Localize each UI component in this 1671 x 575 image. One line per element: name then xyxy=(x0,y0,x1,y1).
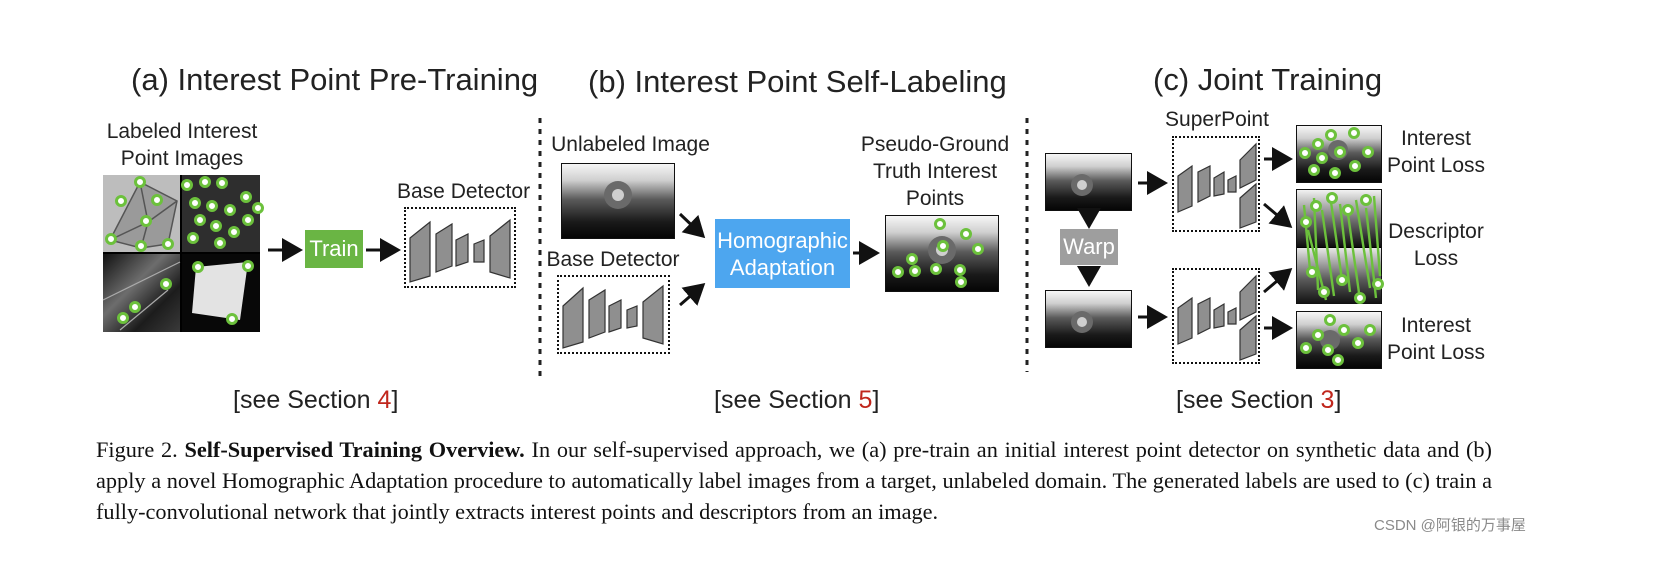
labeled-images-label: Labeled Interest Point Images xyxy=(106,120,258,170)
see-section-b: [see Section 5] xyxy=(714,386,880,414)
see-section-c: [see Section 3] xyxy=(1176,386,1342,414)
polygon-shape xyxy=(192,262,248,320)
network-trapezoids-c-bottom xyxy=(1177,274,1257,361)
network-trapezoids-b xyxy=(562,284,664,349)
train-box: Train xyxy=(305,230,363,268)
homographic-line-2: Adaptation xyxy=(729,254,836,280)
superpoint-label: SuperPoint xyxy=(1165,108,1269,131)
panel-a-title: (a) Interest Point Pre-Training xyxy=(131,62,539,97)
superpoint-network-top xyxy=(1172,136,1260,232)
figure-label: Figure 2. xyxy=(96,437,178,462)
descriptor-loss: Descriptor Loss xyxy=(1388,220,1484,270)
arrow-detector-to-homographic xyxy=(679,283,706,307)
see-section-a: [see Section 4] xyxy=(233,386,399,414)
homographic-adaptation-box: Homographic Adaptation xyxy=(715,219,850,288)
base-detector-label-a: Base Detector xyxy=(397,180,531,203)
watermark: CSDN @阿银的万事屋 xyxy=(1374,517,1526,534)
caption-title: Self-Supervised Training Overview. xyxy=(184,437,525,462)
unlabeled-image-label: Unlabeled Image xyxy=(551,133,710,156)
panel-b-title: (b) Interest Point Self-Labeling xyxy=(588,64,1007,99)
lines-shape xyxy=(102,261,181,331)
homographic-line-1: Homographic xyxy=(717,227,848,253)
arrow-to-descriptor-top xyxy=(1263,202,1293,228)
network-trapezoids-a xyxy=(409,218,511,283)
panel-c-title: (c) Joint Training xyxy=(1153,62,1383,97)
caption-body: In our self-supervised approach, we (a) … xyxy=(96,437,1492,524)
correspondence-lines xyxy=(1302,194,1382,301)
network-trapezoids-c-top xyxy=(1177,142,1257,229)
interest-points xyxy=(105,127,1384,366)
pseudo-ground-truth-label: Pseudo-Ground Truth Interest Points xyxy=(860,133,1010,210)
descriptor-correspondence-image xyxy=(1296,189,1382,304)
base-detector-network-a xyxy=(404,207,516,288)
interest-point-loss-top: Interest Point Loss xyxy=(1386,127,1486,177)
input-image-warped xyxy=(1045,290,1132,348)
arrow-to-descriptor-bottom xyxy=(1263,268,1293,294)
warp-box: Warp xyxy=(1060,229,1118,265)
arrow-image-to-homographic xyxy=(678,212,706,239)
base-detector-network-b xyxy=(557,275,670,354)
superpoint-network-bottom xyxy=(1172,268,1260,364)
base-detector-label-b: Base Detector xyxy=(546,248,680,271)
figure-caption: Figure 2. Self-Supervised Training Overv… xyxy=(96,434,1492,527)
interest-point-loss-bottom: Interest Point Loss xyxy=(1386,314,1486,364)
